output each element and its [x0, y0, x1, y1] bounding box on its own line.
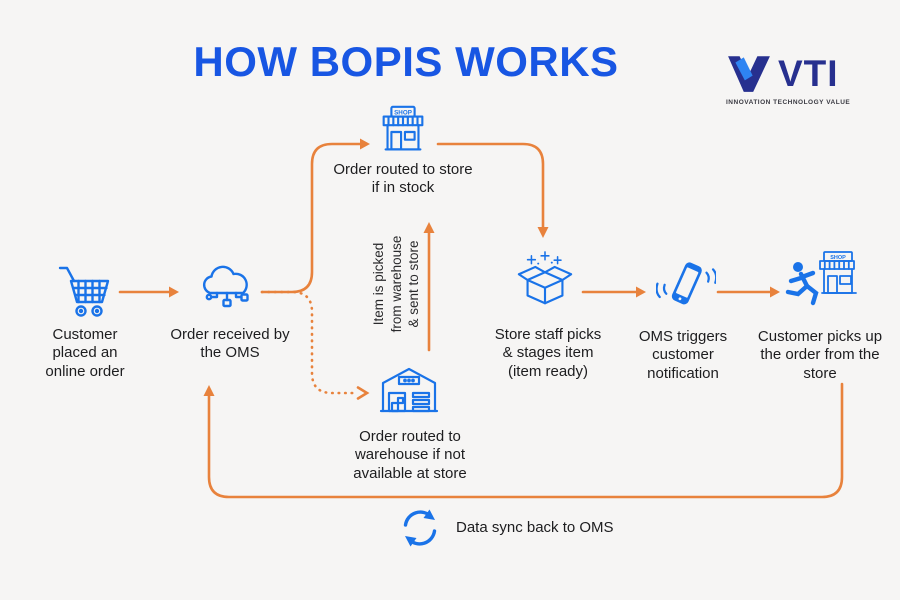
warehouse-icon — [379, 367, 439, 413]
arrowhead — [203, 385, 215, 396]
step-label-notification: OMS triggers customer notification — [638, 328, 728, 382]
step-label-item-picked: Item is picked from warehouse & sent to … — [371, 235, 422, 333]
storefront-icon: SHOP — [382, 105, 424, 151]
arrow-oms-to-warehouse-head — [356, 386, 370, 400]
step-label-warehouse-route: Order routed to warehouse if not availab… — [353, 428, 467, 482]
runner-store-icon: SHOP — [785, 251, 857, 306]
arrowhead — [360, 138, 370, 150]
open-box-icon — [517, 251, 573, 305]
vibrating-phone-icon — [656, 262, 716, 305]
arrow-return-loop — [207, 382, 844, 499]
store-sign-text: SHOP — [394, 109, 412, 116]
arrowhead — [770, 286, 780, 298]
pickup-store-sign-text: SHOP — [830, 255, 846, 261]
arrowhead — [636, 286, 646, 298]
vti-logo-mark-icon — [728, 56, 770, 92]
shopping-cart-icon — [58, 266, 110, 317]
step-label-staff: Store staff picks & stages item (item re… — [494, 326, 602, 380]
step-label-cart: Customer placed an online order — [45, 326, 125, 380]
sync-label: Data sync back to OMS — [456, 519, 614, 536]
sync-icon — [403, 509, 437, 547]
arrowhead — [537, 227, 549, 238]
vti-logo: VTI INNOVATION TECHNOLOGY VALUE — [726, 50, 866, 106]
step-label-oms: Order received by the OMS — [170, 326, 290, 362]
cloud-oms-icon — [202, 265, 249, 308]
step-label-store-route: Order routed to store if in stock — [333, 161, 473, 197]
logo-text: VTI — [778, 53, 839, 94]
page-title: HOW BOPIS WORKS — [193, 38, 619, 85]
arrowhead — [169, 286, 179, 298]
logo-tagline: INNOVATION TECHNOLOGY VALUE — [726, 99, 851, 106]
step-label-pickup: Customer picks up the order from the sto… — [757, 328, 883, 382]
